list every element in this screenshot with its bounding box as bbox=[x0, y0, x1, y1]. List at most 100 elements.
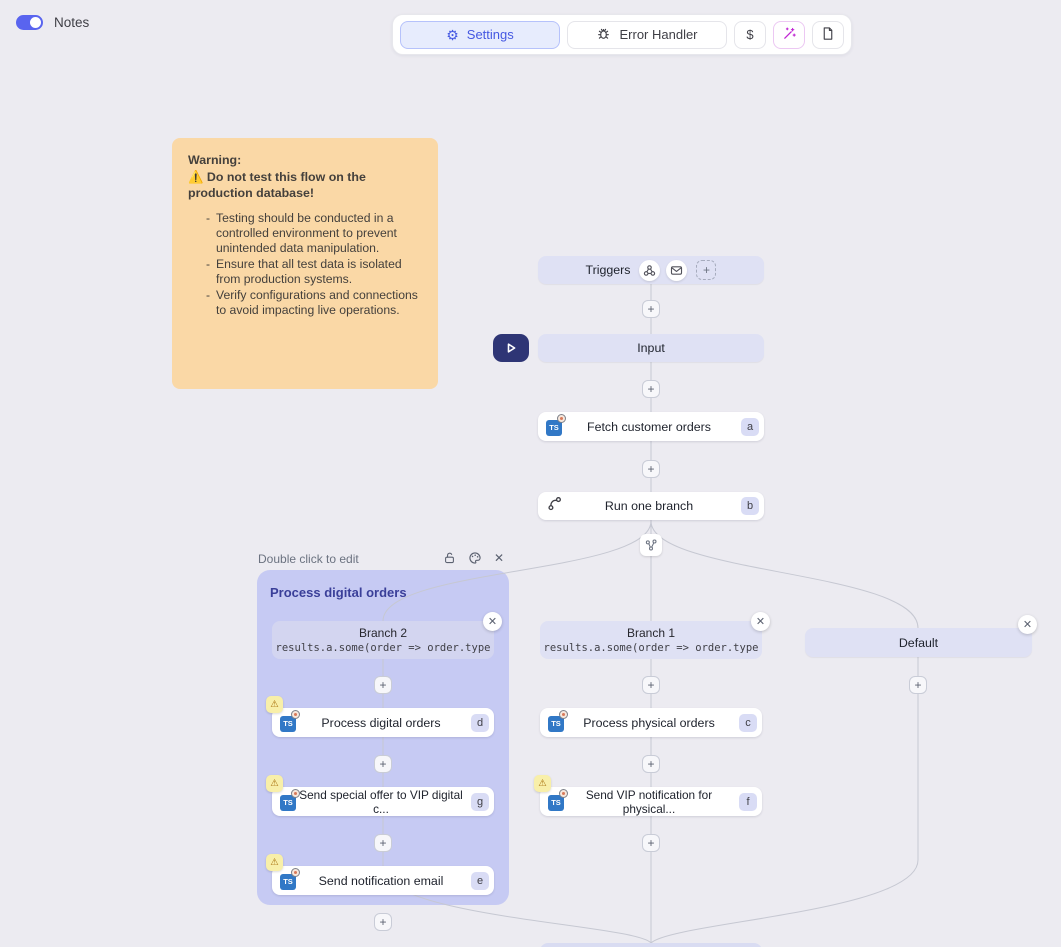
cost-button[interactable]: $ bbox=[734, 20, 766, 49]
webhook-trigger-icon[interactable] bbox=[639, 259, 661, 281]
warning-badge-icon: ⚠ bbox=[266, 854, 283, 871]
add-node-button[interactable]: + bbox=[642, 380, 660, 398]
note-title: Warning: bbox=[188, 153, 242, 167]
input-label: Input bbox=[637, 341, 665, 355]
node-letter-badge: b bbox=[741, 497, 759, 515]
node-label: Process digital orders bbox=[321, 715, 441, 730]
typescript-icon: TS bbox=[280, 709, 300, 732]
document-icon bbox=[821, 26, 835, 44]
group-title: Process digital orders bbox=[270, 585, 407, 600]
node-process-digital-orders[interactable]: ⚠ TS Process digital orders d bbox=[266, 696, 494, 737]
notes-toggle-row: Notes bbox=[16, 15, 89, 30]
note-bullet: Testing should be conducted in a control… bbox=[206, 211, 422, 256]
node-letter-badge: g bbox=[471, 792, 489, 811]
run-flow-button[interactable] bbox=[493, 334, 529, 362]
group-edit-hint: Double click to edit bbox=[258, 552, 359, 566]
note-bullet: Verify configurations and connections to… bbox=[206, 288, 422, 318]
ts-status-badge-icon bbox=[291, 709, 300, 719]
node-label: Run one branch bbox=[604, 499, 694, 513]
node-label: Process physical orders bbox=[583, 715, 715, 730]
node-letter-badge: a bbox=[741, 417, 759, 436]
group-toolbar: ✕ bbox=[443, 551, 504, 565]
add-node-button[interactable]: + bbox=[642, 755, 660, 773]
node-fetch-customer-orders[interactable]: TS Fetch customer orders a bbox=[538, 412, 764, 441]
toggle-knob bbox=[30, 17, 41, 28]
add-node-button[interactable]: + bbox=[374, 676, 392, 694]
node-label: Send VIP notification for physical... bbox=[585, 787, 713, 816]
ts-status-badge-icon bbox=[291, 788, 300, 798]
branch-label: Branch 2 bbox=[358, 625, 408, 640]
default-branch-header[interactable]: Default ✕ bbox=[805, 615, 1037, 657]
triggers-node[interactable]: Triggers + bbox=[538, 256, 764, 284]
delete-branch-button[interactable]: ✕ bbox=[483, 612, 502, 631]
node-label: Send notification email bbox=[318, 873, 444, 888]
warning-badge-icon: ⚠ bbox=[266, 696, 283, 713]
node-run-one-branch[interactable]: Run one branch b bbox=[538, 492, 764, 520]
ts-status-badge-icon bbox=[557, 413, 566, 423]
ai-assist-button[interactable] bbox=[773, 20, 805, 49]
note-bullet-list: Testing should be conducted in a control… bbox=[194, 211, 422, 319]
error-handler-button[interactable]: Error Handler bbox=[567, 20, 727, 49]
ts-logo: TS bbox=[280, 715, 296, 732]
branch-label: Default bbox=[898, 635, 939, 650]
input-node[interactable]: Input bbox=[538, 334, 764, 362]
ts-logo: TS bbox=[280, 873, 296, 890]
ts-status-badge-icon bbox=[559, 709, 568, 719]
add-node-button[interactable]: + bbox=[642, 676, 660, 694]
email-trigger-icon[interactable] bbox=[666, 259, 688, 281]
add-node-button[interactable]: + bbox=[374, 834, 392, 852]
branch1-header[interactable]: Branch 1 results.a.some(order => order.t… bbox=[540, 612, 770, 659]
node-send-vip-notification-physical[interactable]: ⚠ TS Send VIP notification for physical.… bbox=[534, 775, 762, 816]
settings-label: Settings bbox=[466, 27, 514, 42]
node-send-notification-email[interactable]: ⚠ TS Send notification email e bbox=[266, 854, 494, 895]
branch-condition-code: results.a.some(order => order.type bbox=[275, 641, 491, 654]
branch2-header[interactable]: Branch 2 results.a.some(order => order.t… bbox=[272, 612, 502, 659]
triggers-label: Triggers bbox=[585, 263, 631, 277]
gear-icon: ⚙ bbox=[446, 26, 459, 43]
typescript-icon: TS bbox=[548, 788, 568, 811]
branch-condition-code: results.a.some(order => order.type bbox=[543, 641, 759, 654]
node-send-special-offer-vip-digital[interactable]: ⚠ TS Send special offer to VIP digital c… bbox=[266, 775, 494, 816]
add-node-button[interactable]: + bbox=[642, 460, 660, 478]
add-node-button[interactable]: + bbox=[374, 755, 392, 773]
error-handler-label: Error Handler bbox=[619, 27, 698, 42]
trigger-icons: + bbox=[639, 259, 717, 281]
node-label: Fetch customer orders bbox=[587, 419, 711, 434]
ts-logo: TS bbox=[280, 794, 296, 811]
typescript-icon: TS bbox=[280, 788, 300, 811]
add-node-button[interactable]: + bbox=[909, 676, 927, 694]
ts-status-badge-icon bbox=[291, 867, 300, 877]
ts-logo: TS bbox=[548, 794, 564, 811]
settings-button[interactable]: ⚙ Settings bbox=[400, 20, 560, 49]
document-button[interactable] bbox=[812, 20, 844, 49]
notes-label: Notes bbox=[54, 15, 90, 30]
magic-wand-icon bbox=[782, 26, 797, 44]
add-node-button[interactable]: + bbox=[642, 834, 660, 852]
note-alert: ⚠️ Do not test this flow on the producti… bbox=[188, 169, 366, 200]
warning-badge-icon: ⚠ bbox=[534, 775, 551, 792]
node-letter-badge: c bbox=[739, 713, 757, 732]
notes-toggle[interactable] bbox=[16, 15, 43, 30]
add-trigger-button[interactable]: + bbox=[696, 260, 717, 280]
node-letter-badge: f bbox=[739, 792, 757, 811]
git-branch-icon bbox=[547, 496, 562, 516]
dollar-icon: $ bbox=[746, 27, 754, 42]
add-node-button[interactable]: + bbox=[642, 300, 660, 318]
delete-branch-button[interactable]: ✕ bbox=[751, 612, 770, 631]
group-close-icon[interactable]: ✕ bbox=[494, 551, 505, 565]
typescript-icon: TS bbox=[548, 709, 568, 732]
node-process-physical-orders[interactable]: TS Process physical orders c bbox=[540, 708, 762, 737]
add-node-button[interactable]: + bbox=[374, 913, 392, 931]
sticky-note[interactable]: Warning: ⚠️ Do not test this flow on the… bbox=[172, 138, 438, 389]
merge-node-partial[interactable] bbox=[540, 943, 762, 947]
play-icon bbox=[507, 343, 516, 353]
node-letter-badge: e bbox=[471, 871, 489, 890]
typescript-icon: TS bbox=[546, 413, 566, 436]
unlock-icon[interactable] bbox=[443, 551, 456, 565]
delete-branch-button[interactable]: ✕ bbox=[1018, 615, 1037, 634]
branch-split-icon[interactable] bbox=[640, 534, 662, 556]
ts-logo: TS bbox=[548, 715, 564, 732]
palette-icon[interactable] bbox=[468, 551, 482, 565]
